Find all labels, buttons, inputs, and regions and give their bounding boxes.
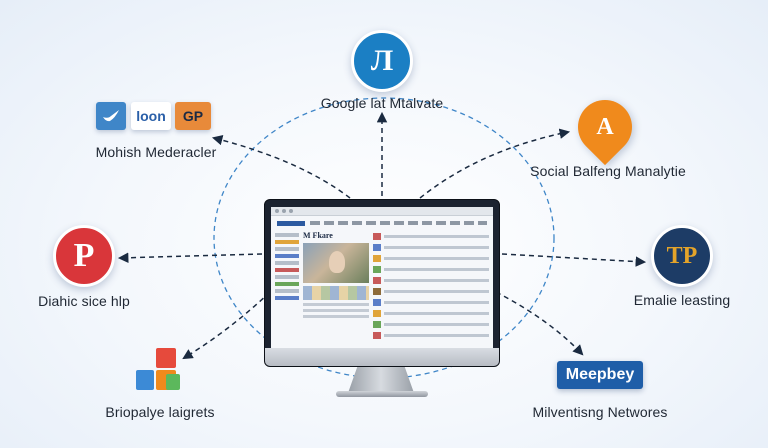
feed-row xyxy=(373,299,489,306)
feed-row xyxy=(373,321,489,328)
email-icon[interactable]: TP xyxy=(651,225,713,287)
site-logo xyxy=(277,220,305,226)
monitor-chin xyxy=(265,348,499,366)
bird-icon[interactable] xyxy=(96,102,126,130)
feed-text xyxy=(384,312,489,315)
pinterest-icon[interactable]: P xyxy=(53,225,115,287)
label-bottom-left: Briopalye laigrets xyxy=(105,404,215,420)
sidebar-line xyxy=(275,254,299,258)
block-blue xyxy=(136,370,154,390)
central-monitor: M Fkare xyxy=(264,199,500,367)
feed-thumb xyxy=(373,255,381,262)
email-glyph: TP xyxy=(666,242,698,269)
label-top-right: Social Balfeng Manalytie xyxy=(530,163,686,179)
block-green xyxy=(166,374,180,390)
feed-thumb xyxy=(373,244,381,251)
connector-bottom-right xyxy=(495,291,584,356)
label-right: Emalie leasting xyxy=(633,292,731,308)
feed-text xyxy=(384,279,489,282)
feed-thumb xyxy=(373,321,381,328)
feed-thumb xyxy=(373,277,381,284)
window-dot xyxy=(282,209,286,213)
connector-top-left xyxy=(211,134,351,199)
label-top-left: Mohish Mederacler xyxy=(95,144,217,160)
site-body: M Fkare xyxy=(275,231,489,346)
blocks-icon[interactable] xyxy=(136,348,182,392)
text-line xyxy=(303,315,369,318)
block-red xyxy=(156,348,176,368)
label-left: Diahic sice hlp xyxy=(38,293,130,309)
feed-row xyxy=(373,332,489,339)
tile-loon[interactable]: loon xyxy=(131,102,171,130)
label-top: Google lat Mtalvate xyxy=(320,95,444,111)
map-pin-glyph: A xyxy=(596,113,614,140)
feed-text xyxy=(384,334,489,337)
label-bottom-right: Milventisng Networes xyxy=(532,404,668,420)
sidebar-line xyxy=(275,261,299,265)
feed-thumb xyxy=(373,288,381,295)
hero-photo xyxy=(303,243,369,283)
text-line xyxy=(303,309,369,312)
site-main: M Fkare xyxy=(303,231,369,346)
window-dot xyxy=(275,209,279,213)
site-headline: M Fkare xyxy=(303,231,333,240)
feed-text xyxy=(384,268,489,271)
feed-text xyxy=(384,290,489,293)
sidebar-line xyxy=(275,240,299,244)
map-pin-icon[interactable]: A xyxy=(566,88,644,166)
site-nav xyxy=(310,221,487,225)
feed-row xyxy=(373,288,489,295)
search-engine-glyph: Л xyxy=(370,44,394,77)
connector-bottom-left xyxy=(182,291,271,360)
feed-thumb xyxy=(373,310,381,317)
feed-thumb xyxy=(373,266,381,273)
sidebar-line xyxy=(275,247,299,251)
site-feed xyxy=(373,231,489,346)
image-strip xyxy=(303,286,369,300)
feed-text xyxy=(384,246,489,249)
tile-gp[interactable]: GP xyxy=(175,102,211,130)
feed-row xyxy=(373,310,489,317)
feed-row xyxy=(373,233,489,240)
feed-row xyxy=(373,255,489,262)
feed-row xyxy=(373,244,489,251)
feed-thumb xyxy=(373,332,381,339)
sidebar-line xyxy=(275,268,299,272)
site-header xyxy=(271,216,493,230)
browser-toolbar xyxy=(271,207,493,216)
monitor-base xyxy=(336,391,428,397)
sidebar-line xyxy=(275,233,299,237)
connector-right xyxy=(501,253,647,267)
connector-left xyxy=(117,252,263,264)
brand-badge[interactable]: Meepbey xyxy=(557,361,643,389)
site-sidebar xyxy=(275,231,299,346)
feed-text xyxy=(384,235,489,238)
sidebar-line xyxy=(275,289,299,293)
feed-row xyxy=(373,277,489,284)
window-dot xyxy=(289,209,293,213)
text-line xyxy=(303,303,369,306)
pinterest-glyph: P xyxy=(73,237,95,274)
sidebar-line xyxy=(275,296,299,300)
monitor-screen: M Fkare xyxy=(271,207,493,348)
feed-row xyxy=(373,266,489,273)
sidebar-line xyxy=(275,282,299,286)
feed-text xyxy=(384,257,489,260)
search-engine-icon[interactable]: Л xyxy=(351,30,413,92)
feed-text xyxy=(384,323,489,326)
sidebar-line xyxy=(275,275,299,279)
feed-text xyxy=(384,301,489,304)
monitor-stand xyxy=(348,367,414,393)
feed-thumb xyxy=(373,299,381,306)
feed-thumb xyxy=(373,233,381,240)
